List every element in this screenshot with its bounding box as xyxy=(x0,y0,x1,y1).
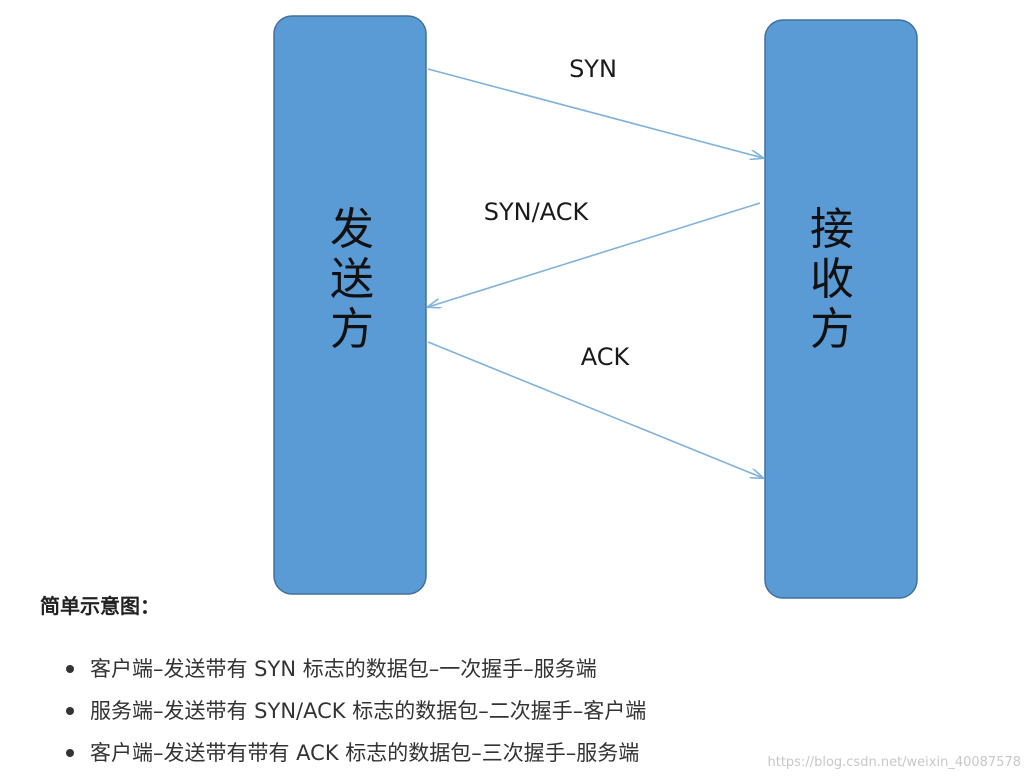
syn-label: SYN xyxy=(569,55,617,83)
syn-arrow xyxy=(427,68,763,158)
receiver-label-char: 方 xyxy=(810,304,854,355)
sender-label-char: 发 xyxy=(330,204,374,255)
three-way-handshake-diagram: 发 送 方 接 收 方 SYN SYN/ACK ACK xyxy=(273,15,918,599)
step-text: 客户端–发送带有 SYN 标志的数据包–一次握手–服务端 xyxy=(90,657,597,681)
ack-label: ACK xyxy=(581,343,631,371)
diagram-caption: 简单示意图： xyxy=(40,594,160,618)
bullet-icon xyxy=(66,707,74,715)
bullet-icon xyxy=(66,665,74,673)
handshake-steps-list: 客户端–发送带有 SYN 标志的数据包–一次握手–服务端 服务端–发送带有 SY… xyxy=(62,648,646,774)
ack-arrow xyxy=(427,341,763,478)
list-item: 客户端–发送带有带有 ACK 标志的数据包–三次握手–服务端 xyxy=(62,732,646,774)
syn-ack-label: SYN/ACK xyxy=(484,198,590,226)
list-item: 服务端–发送带有 SYN/ACK 标志的数据包–二次握手–客户端 xyxy=(62,690,646,732)
receiver-label-char: 收 xyxy=(810,254,854,305)
receiver-box xyxy=(764,19,918,599)
receiver-label-char: 接 xyxy=(810,204,854,255)
sender-label-char: 送 xyxy=(330,254,374,305)
list-item: 客户端–发送带有 SYN 标志的数据包–一次握手–服务端 xyxy=(62,648,646,690)
step-text: 客户端–发送带有带有 ACK 标志的数据包–三次握手–服务端 xyxy=(90,741,640,765)
step-text: 服务端–发送带有 SYN/ACK 标志的数据包–二次握手–客户端 xyxy=(90,699,647,723)
sender-label-char: 方 xyxy=(330,304,374,355)
watermark: https://blog.csdn.net/weixin_40087578 xyxy=(767,755,1021,770)
syn-ack-arrow xyxy=(428,202,761,307)
bullet-icon xyxy=(66,749,74,757)
